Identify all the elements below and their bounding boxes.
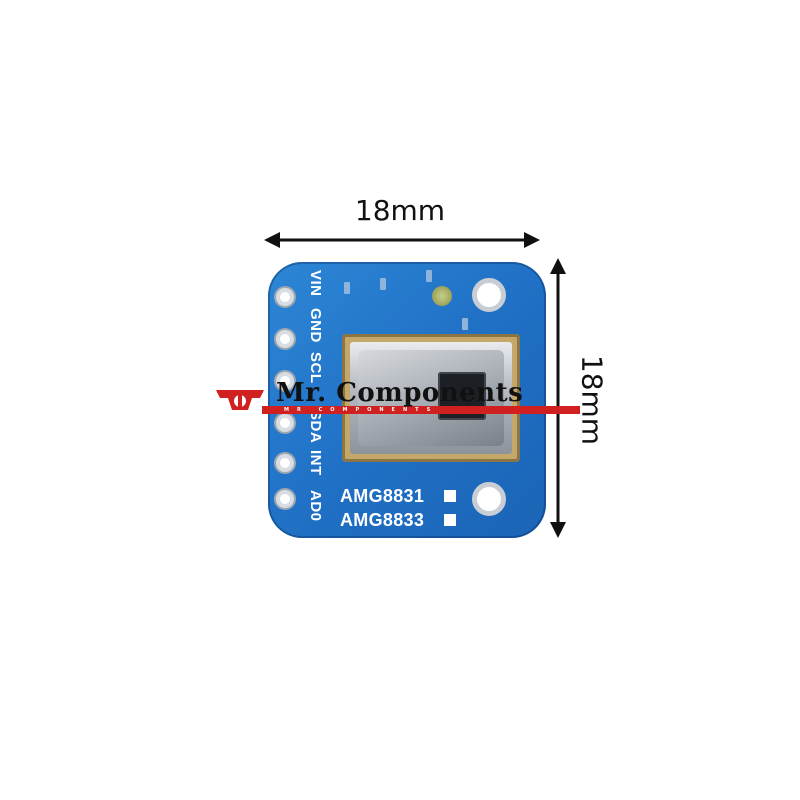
pin-label-ad0: AD0	[307, 490, 324, 522]
height-dimension-label: 18mm	[575, 354, 609, 446]
width-dimension-label: 18mm	[354, 194, 446, 227]
part-label-amg8831: AMG8831	[340, 486, 425, 506]
part-checkbox-mark	[444, 490, 456, 502]
part-label-amg8833: AMG8833	[340, 510, 425, 530]
watermark-brand: Mr. Components	[276, 378, 524, 408]
smd-pad	[462, 318, 468, 330]
pin-label-int: INT	[307, 450, 324, 476]
arrow-vertical-icon	[550, 258, 566, 538]
mount-hole-bottom	[472, 482, 506, 516]
watermark-bar	[262, 406, 580, 414]
pin-pad	[276, 490, 294, 508]
smd-pad	[426, 270, 432, 282]
pin-pad	[276, 330, 294, 348]
pin-label-gnd: GND	[307, 308, 324, 343]
pin-label-sda: SDA	[307, 410, 324, 444]
pin-pad	[276, 288, 294, 306]
pin-label-vin: VIN	[307, 270, 324, 297]
mount-hole-top	[472, 278, 506, 312]
brand-logo-icon	[216, 390, 264, 410]
led-pad	[432, 286, 452, 306]
arrow-horizontal-icon	[264, 232, 540, 248]
part-checkbox-mark	[444, 514, 456, 526]
pin-pad	[276, 414, 294, 432]
smd-pad	[344, 282, 350, 294]
pin-pad	[276, 454, 294, 472]
pin-pad	[276, 372, 294, 390]
smd-pad	[380, 278, 386, 290]
watermark-tagline: MR COMPONENTS	[284, 407, 439, 413]
